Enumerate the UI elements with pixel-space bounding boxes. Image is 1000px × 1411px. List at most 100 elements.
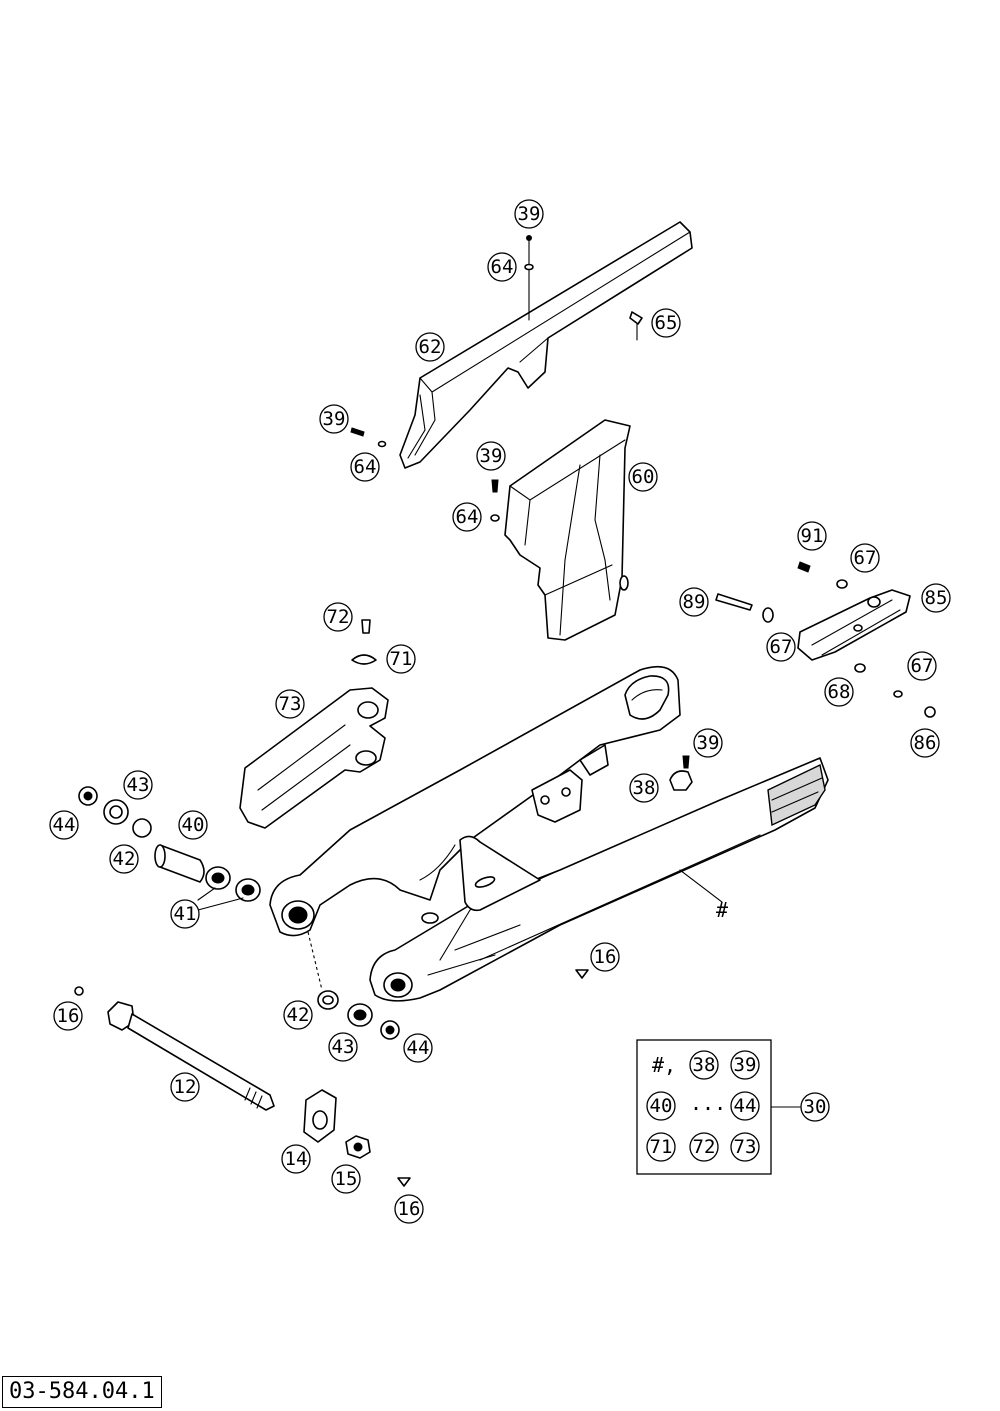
caps-16 [74, 969, 589, 1187]
callout-39-mid: 39 [476, 441, 506, 471]
svg-text:73: 73 [279, 693, 302, 715]
svg-text:41: 41 [174, 903, 197, 925]
callout-67-b: 67 [766, 632, 796, 662]
callout-64-mid: 64 [452, 502, 482, 532]
callout-42-left: 42 [109, 844, 139, 874]
small-fasteners-right [797, 561, 936, 718]
callout-41: 41 [170, 899, 200, 929]
svg-text:14: 14 [285, 1148, 308, 1170]
callout-39-right: 39 [693, 728, 723, 758]
chain-guard-upper [399, 221, 693, 469]
chain-slider-73 [239, 687, 389, 829]
svg-text:86: 86 [914, 732, 937, 754]
svg-text:12: 12 [174, 1076, 197, 1098]
svg-text:39: 39 [697, 732, 720, 754]
svg-text:73: 73 [734, 1136, 757, 1158]
svg-text:89: 89 [683, 591, 706, 613]
chain-slider-85 [797, 589, 911, 661]
callout-44-bottom: 44 [403, 1033, 433, 1063]
callout-85: 85 [921, 583, 951, 613]
svg-text:39: 39 [323, 408, 346, 430]
svg-text:40: 40 [650, 1095, 673, 1117]
svg-text:16: 16 [398, 1198, 421, 1220]
swingarm [269, 665, 829, 1002]
bearing-stack-bottom [317, 990, 400, 1040]
callout-91: 91 [797, 521, 827, 551]
kit-item-73: 73 [730, 1132, 760, 1162]
swingarm-leader [679, 869, 723, 903]
callout-39-left: 39 [319, 404, 349, 434]
callout-67-a: 67 [850, 543, 880, 573]
nut-15 [345, 1135, 371, 1159]
callout-39-top: 39 [514, 199, 544, 229]
callout-30: 30 [800, 1092, 830, 1122]
callout-43-left: 43 [123, 770, 153, 800]
svg-text:62: 62 [419, 336, 442, 358]
callout-38: 38 [629, 773, 659, 803]
callout-14: 14 [281, 1144, 311, 1174]
callout-67-c: 67 [907, 651, 937, 681]
chain-adjuster-14 [303, 1089, 337, 1143]
svg-text:72: 72 [693, 1136, 716, 1158]
svg-text:64: 64 [491, 256, 514, 278]
svg-text:42: 42 [287, 1004, 310, 1026]
screw-72-part [351, 619, 377, 665]
callout-62: 62 [415, 332, 445, 362]
svg-text:91: 91 [801, 525, 824, 547]
kit-item-38: 38 [689, 1050, 719, 1080]
rivet-65-part [629, 311, 643, 341]
kit-item-71: 71 [646, 1132, 676, 1162]
svg-text:39: 39 [480, 445, 503, 467]
drawing-code-label: 03-584.04.1 [2, 1376, 162, 1408]
kit-item-39: 39 [730, 1050, 760, 1080]
callout-72: 72 [323, 602, 353, 632]
svg-text:68: 68 [828, 681, 851, 703]
screw-39-left-part [350, 427, 387, 448]
callout-42-bottom: 42 [283, 1000, 313, 1030]
callout-16-left: 16 [53, 1001, 83, 1031]
callout-16-bottom: 16 [394, 1194, 424, 1224]
kit-hash-label: #, [652, 1053, 676, 1077]
svg-text:43: 43 [332, 1036, 355, 1058]
callout-64-top: 64 [487, 252, 517, 282]
callout-64-left: 64 [350, 452, 380, 482]
svg-text:64: 64 [456, 506, 479, 528]
callout-40: 40 [178, 810, 208, 840]
callout-60: 60 [628, 462, 658, 492]
svg-text:43: 43 [127, 774, 150, 796]
svg-text:40: 40 [182, 814, 205, 836]
svg-text:72: 72 [327, 606, 350, 628]
callout-12: 12 [170, 1072, 200, 1102]
svg-text:64: 64 [354, 456, 377, 478]
kit-item-44: 44 [730, 1091, 760, 1121]
svg-text:42: 42 [113, 848, 136, 870]
svg-text:67: 67 [854, 547, 877, 569]
svg-text:38: 38 [693, 1054, 716, 1076]
kit-box: #, 38 39 40 ... 44 71 72 73 30 [636, 1039, 830, 1175]
screw-39-top-part [524, 235, 534, 321]
svg-text:67: 67 [770, 636, 793, 658]
svg-text:39: 39 [734, 1054, 757, 1076]
callout-43-bottom: 43 [328, 1032, 358, 1062]
svg-text:44: 44 [407, 1037, 430, 1059]
svg-text:16: 16 [594, 946, 617, 968]
kit-item-40: 40 [646, 1091, 676, 1121]
bearing-stack-left [78, 786, 261, 911]
swingarm-marker: # [716, 898, 728, 922]
clip-38-part [669, 755, 693, 791]
svg-text:44: 44 [53, 814, 76, 836]
kit-item-72: 72 [689, 1132, 719, 1162]
svg-text:30: 30 [804, 1096, 827, 1118]
svg-text:71: 71 [650, 1136, 673, 1158]
bolt-89-part [715, 593, 774, 623]
svg-text:15: 15 [335, 1168, 358, 1190]
callout-71: 71 [386, 644, 416, 674]
svg-text:60: 60 [632, 466, 655, 488]
callout-68: 68 [824, 677, 854, 707]
pivot-axis-line [307, 931, 323, 991]
swingarm-pivot-bolt-12 [107, 1001, 275, 1111]
svg-text:85: 85 [925, 587, 948, 609]
callout-16-right: 16 [590, 942, 620, 972]
callout-44-left: 44 [49, 810, 79, 840]
